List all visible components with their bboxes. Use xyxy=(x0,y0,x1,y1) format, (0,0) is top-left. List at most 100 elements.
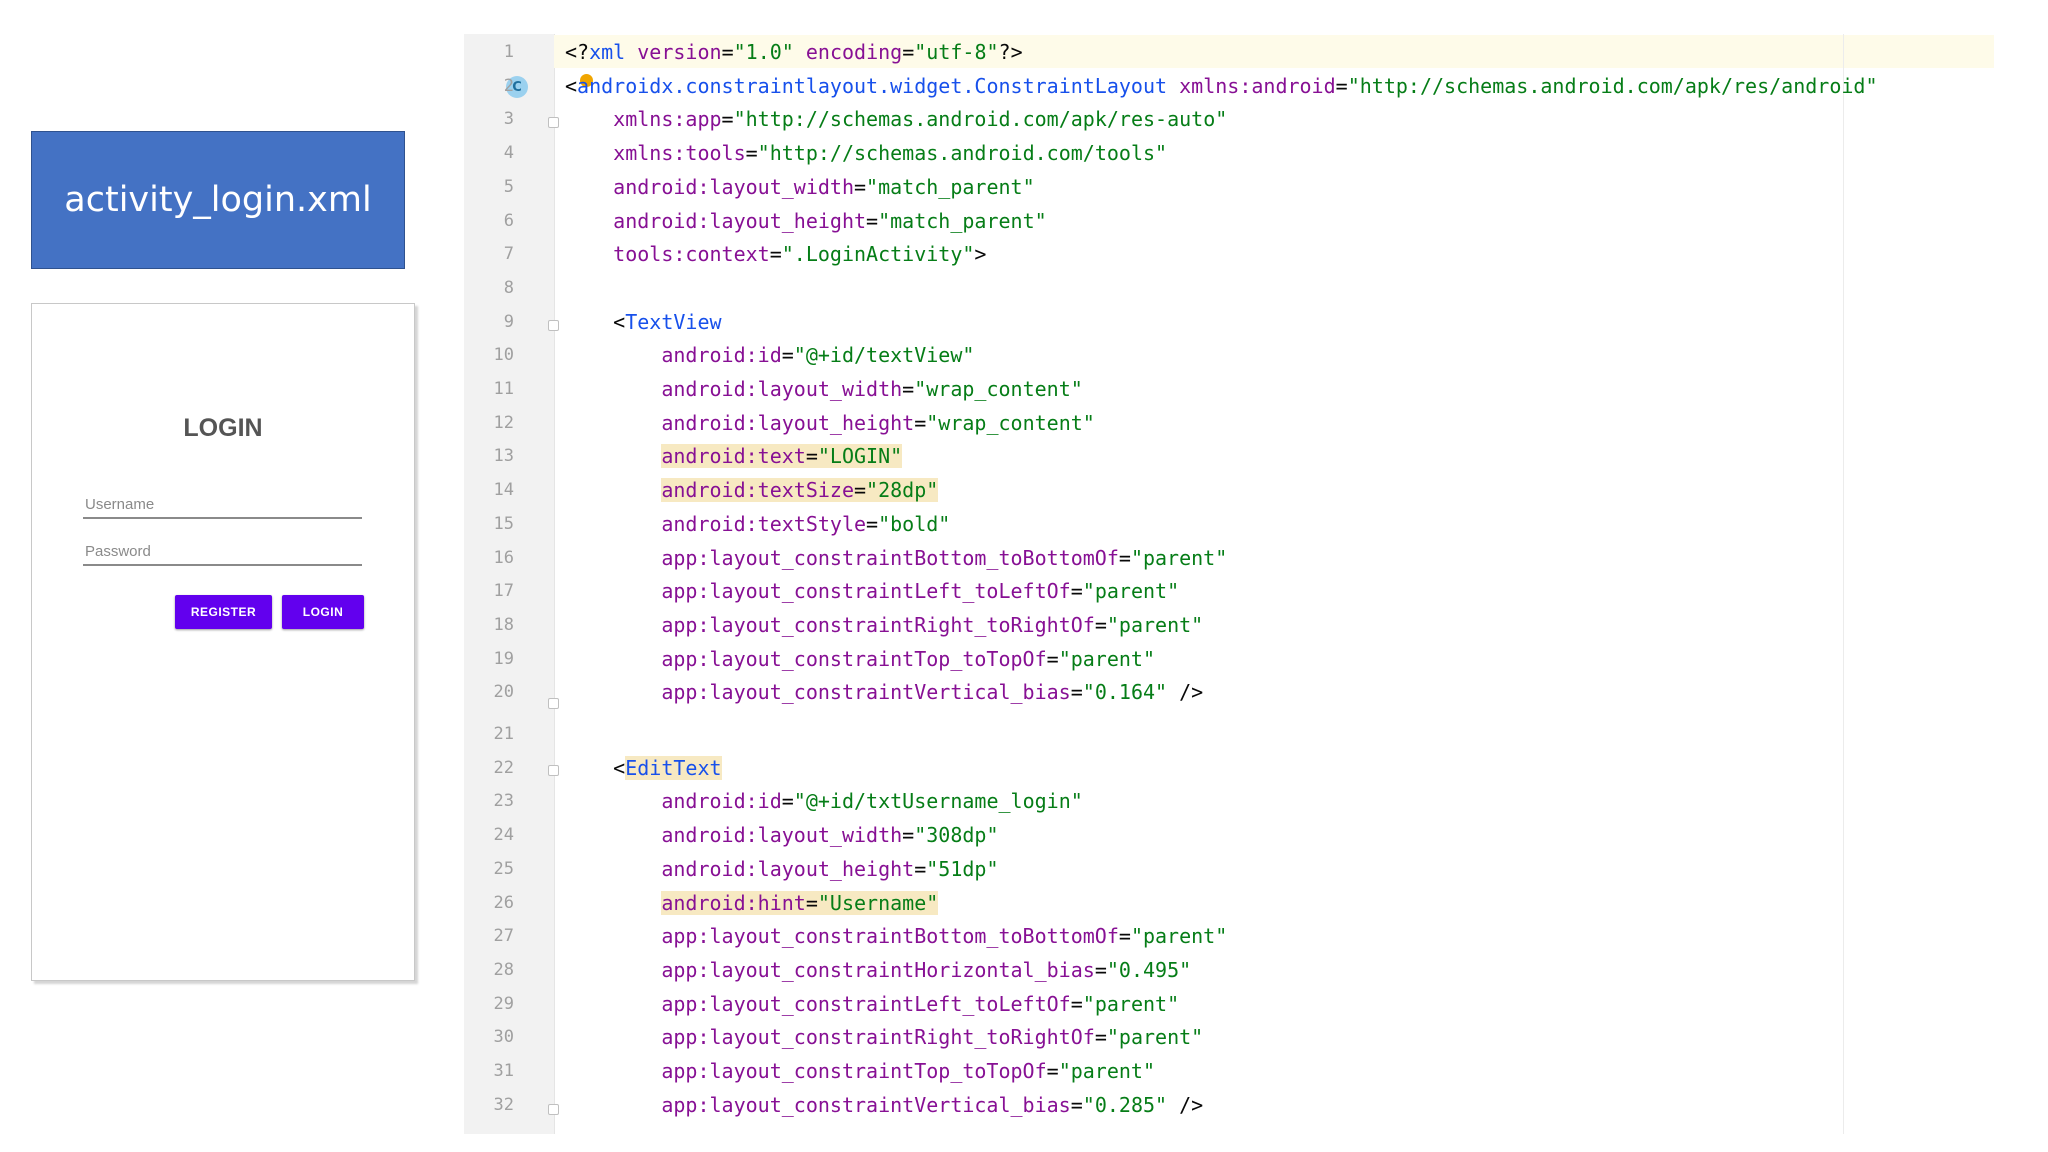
code-token: "http://schemas.android.com/apk/res-auto… xyxy=(733,107,1228,132)
login-button[interactable]: LOGIN xyxy=(282,595,364,629)
code-line[interactable]: 17 app:layout_constraintLeft_toLeftOf="p… xyxy=(464,575,1994,609)
fold-toggle-icon[interactable] xyxy=(548,320,559,331)
code-token: "parent" xyxy=(1106,612,1204,637)
code-token: "parent" xyxy=(1082,991,1180,1016)
code-line[interactable]: 29 app:layout_constraintLeft_toLeftOf="p… xyxy=(464,988,1994,1022)
code-token: = xyxy=(721,107,734,132)
fold-toggle-icon[interactable] xyxy=(548,698,559,709)
code-token: "308dp" xyxy=(914,823,999,848)
code-token: "match_parent" xyxy=(878,208,1047,233)
code-line[interactable]: 30 app:layout_constraintRight_toRightOf=… xyxy=(464,1021,1994,1055)
code-token: android:layout_height xyxy=(613,208,867,233)
code-line[interactable]: 26 android:hint="Username" xyxy=(464,887,1994,921)
code-token xyxy=(565,579,661,603)
code-line[interactable]: 12 android:layout_height="wrap_content" xyxy=(464,407,1994,441)
code-line[interactable]: 2<androidx.constraintlayout.widget.Const… xyxy=(464,70,1994,104)
code-token: xmlns:android xyxy=(1179,73,1336,98)
code-token xyxy=(565,546,661,570)
code-token: app:layout_constraintLeft_toLeftOf xyxy=(661,579,1071,604)
register-button[interactable]: REGISTER xyxy=(175,595,272,629)
code-editor[interactable]: C 1<?xml version="1.0" encoding="utf-8"?… xyxy=(464,34,1994,1134)
code-token: app:layout_constraintRight_toRightOf xyxy=(661,1025,1095,1050)
code-line[interactable]: 9 <TextView xyxy=(464,306,1994,340)
code-text: xmlns:tools="http://schemas.android.com/… xyxy=(565,137,1167,171)
code-token: "LOGIN" xyxy=(817,444,903,469)
code-text: <TextView xyxy=(565,306,721,340)
line-number: 32 xyxy=(493,1094,514,1115)
code-text: android:layout_height="match_parent" xyxy=(565,205,1047,239)
username-field[interactable]: Username xyxy=(83,491,362,519)
code-token: "51dp" xyxy=(926,856,999,881)
line-number: 23 xyxy=(493,791,514,812)
code-line[interactable]: 32 app:layout_constraintVertical_bias="0… xyxy=(464,1089,1994,1123)
password-field[interactable]: Password xyxy=(83,538,362,566)
code-line[interactable]: 4 xmlns:tools="http://schemas.android.co… xyxy=(464,137,1994,171)
code-token xyxy=(565,478,661,502)
line-number: 15 xyxy=(493,513,514,534)
code-token: = xyxy=(1070,1092,1083,1117)
intention-bulb-icon[interactable] xyxy=(580,74,593,87)
code-token: app:layout_constraintLeft_toLeftOf xyxy=(661,991,1071,1016)
code-token xyxy=(565,242,613,266)
code-line[interactable]: 16 app:layout_constraintBottom_toBottomO… xyxy=(464,542,1994,576)
code-line[interactable]: 8 xyxy=(464,272,1994,306)
code-token xyxy=(565,512,661,536)
fold-toggle-icon[interactable] xyxy=(548,1104,559,1115)
code-line[interactable]: 25 android:layout_height="51dp" xyxy=(464,853,1994,887)
code-token: app:layout_constraintHorizontal_bias xyxy=(661,957,1095,982)
code-line[interactable]: 31 app:layout_constraintTop_toTopOf="par… xyxy=(464,1055,1994,1089)
code-token: = xyxy=(1118,545,1131,570)
code-line[interactable]: 15 android:textStyle="bold" xyxy=(464,508,1994,542)
code-token: app:layout_constraintBottom_toBottomOf xyxy=(661,545,1119,570)
code-line[interactable]: 18 app:layout_constraintRight_toRightOf=… xyxy=(464,609,1994,643)
layout-preview: LOGIN Username Password REGISTER LOGIN xyxy=(31,303,415,981)
code-line[interactable]: 7 tools:context=".LoginActivity"> xyxy=(464,238,1994,272)
fold-toggle-icon[interactable] xyxy=(548,117,559,128)
code-line[interactable]: 10 android:id="@+id/textView" xyxy=(464,339,1994,373)
line-number: 4 xyxy=(503,143,514,164)
code-line[interactable]: 24 android:layout_width="308dp" xyxy=(464,819,1994,853)
code-line[interactable]: 21 xyxy=(464,718,1994,752)
code-line[interactable]: 23 android:id="@+id/txtUsername_login" xyxy=(464,785,1994,819)
code-token: android:text xyxy=(661,444,806,469)
code-token: app:layout_constraintBottom_toBottomOf xyxy=(661,924,1119,949)
code-token: xmlns:app xyxy=(613,107,722,132)
code-line[interactable]: 19 app:layout_constraintTop_toTopOf="par… xyxy=(464,643,1994,677)
code-line[interactable]: 20 app:layout_constraintVertical_bias="0… xyxy=(464,676,1994,710)
code-text: xmlns:app="http://schemas.android.com/ap… xyxy=(565,103,1227,137)
code-line[interactable]: 6 android:layout_height="match_parent" xyxy=(464,205,1994,239)
code-line[interactable]: 28 app:layout_constraintHorizontal_bias=… xyxy=(464,954,1994,988)
class-gutter-icon[interactable]: C xyxy=(506,76,528,98)
line-number: 18 xyxy=(493,614,514,635)
code-token: EditText xyxy=(625,755,722,780)
code-line[interactable]: 14 android:textSize="28dp" xyxy=(464,474,1994,508)
code-token: android:textSize xyxy=(661,478,854,503)
code-token xyxy=(565,789,661,813)
code-token: android:id xyxy=(661,789,782,814)
code-token: /> xyxy=(1167,1092,1204,1117)
line-number: 13 xyxy=(493,446,514,467)
code-text: android:layout_width="match_parent" xyxy=(565,171,1034,205)
line-number: 7 xyxy=(503,244,514,265)
code-line[interactable]: 11 android:layout_width="wrap_content" xyxy=(464,373,1994,407)
code-line[interactable]: 5 android:layout_width="match_parent" xyxy=(464,171,1994,205)
code-text: tools:context=".LoginActivity"> xyxy=(565,238,986,272)
code-text: app:layout_constraintRight_toRightOf="pa… xyxy=(565,1021,1203,1055)
code-line[interactable]: 1<?xml version="1.0" encoding="utf-8"?> xyxy=(464,36,1994,70)
code-token xyxy=(794,40,806,64)
code-line[interactable]: 3 xmlns:app="http://schemas.android.com/… xyxy=(464,103,1994,137)
fold-toggle-icon[interactable] xyxy=(548,765,559,776)
code-token: < xyxy=(565,755,626,780)
code-line[interactable]: 22 <EditText xyxy=(464,752,1994,786)
code-text: android:textSize="28dp" xyxy=(565,474,939,508)
code-token: "bold" xyxy=(878,511,951,536)
code-token: < xyxy=(565,309,626,334)
code-token: = xyxy=(854,174,867,199)
code-token: xml xyxy=(589,40,638,64)
line-number: 9 xyxy=(503,311,514,332)
code-token: = xyxy=(805,890,818,915)
code-line[interactable]: 13 android:text="LOGIN" xyxy=(464,440,1994,474)
code-line[interactable]: 27 app:layout_constraintBottom_toBottomO… xyxy=(464,920,1994,954)
code-text: android:hint="Username" xyxy=(565,887,939,921)
code-token: app:layout_constraintVertical_bias xyxy=(661,680,1071,705)
